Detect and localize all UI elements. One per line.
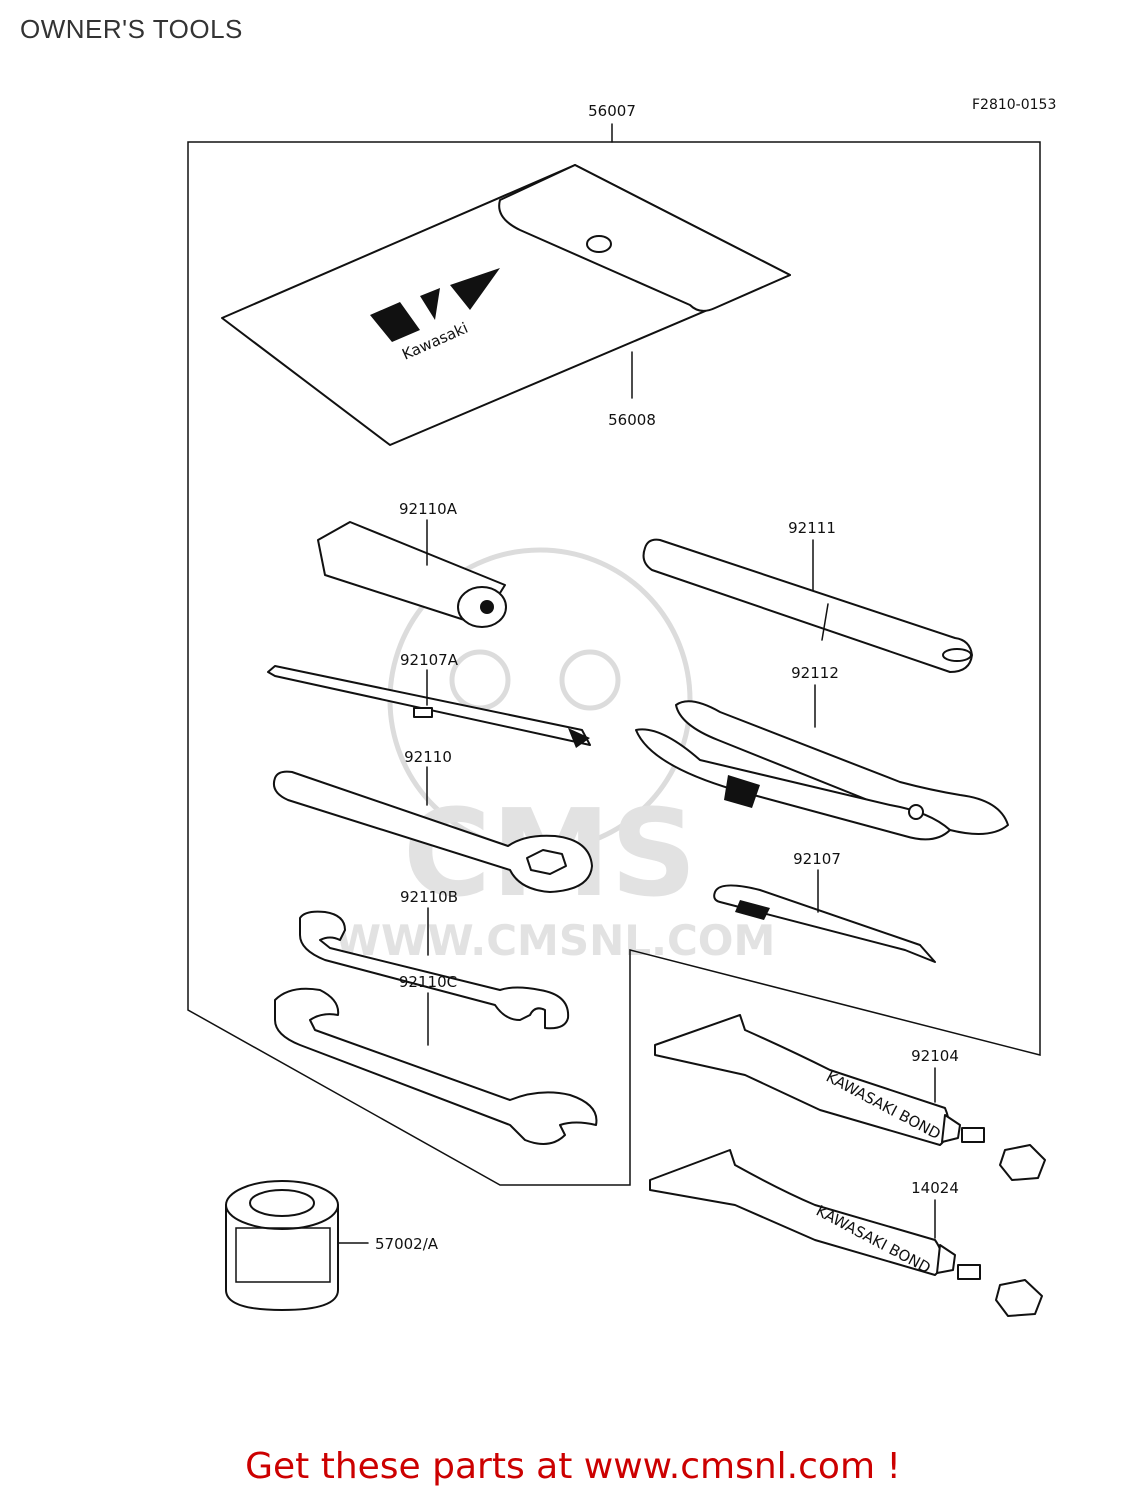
hex-socket-icon — [526, 849, 567, 875]
grease-can — [225, 1180, 369, 1311]
tool-pouch: Kawasaki — [221, 164, 791, 446]
part-label-57002A[interactable]: 57002/A — [375, 1235, 439, 1253]
nozzle-cap-icon — [999, 1144, 1046, 1181]
tool-handle — [642, 538, 973, 673]
kawasaki-logo-icon — [370, 268, 500, 342]
part-label-92110[interactable]: 92110 — [404, 748, 452, 766]
part-label-56007[interactable]: 56007 — [588, 102, 636, 120]
watermark-mascot-eye-icon — [559, 649, 621, 711]
watermark-url: WWW.CMSNL.COM — [335, 916, 776, 965]
page-title: OWNER'S TOOLS — [20, 14, 243, 44]
tube-cap-icon — [957, 1264, 981, 1280]
nozzle-cap-icon — [995, 1279, 1043, 1317]
watermark-mascot-eye-icon — [449, 649, 511, 711]
part-label-92110B[interactable]: 92110B — [400, 888, 458, 906]
kit-outline — [187, 123, 1041, 1186]
screwdriver — [713, 869, 936, 963]
figure-code: F2810-0153 — [972, 97, 1057, 113]
part-labels: 56007 56008 92110A 92111 92107A 92112 92… — [375, 102, 959, 1253]
pliers — [635, 684, 1009, 841]
part-label-92107A[interactable]: 92107A — [400, 651, 459, 669]
open-wrench-c — [274, 987, 598, 1145]
spark-plug-socket — [317, 519, 507, 628]
part-label-92104[interactable]: 92104 — [911, 1047, 959, 1065]
open-wrench-b — [299, 907, 570, 1030]
part-label-92110C[interactable]: 92110C — [399, 973, 457, 991]
part-label-56008[interactable]: 56008 — [608, 411, 656, 429]
part-label-92107[interactable]: 92107 — [793, 850, 841, 868]
screwdriver-bit-a — [267, 665, 591, 748]
part-label-92110A[interactable]: 92110A — [399, 500, 458, 518]
part-label-14024[interactable]: 14024 — [911, 1179, 959, 1197]
part-label-92111[interactable]: 92111 — [788, 519, 836, 537]
bond-tube-lower: KAWASAKI BOND — [649, 1149, 1043, 1317]
footer-link[interactable]: Get these parts at www.cmsnl.com ! — [245, 1446, 901, 1487]
snap-button-icon — [586, 235, 612, 253]
part-label-92112[interactable]: 92112 — [791, 664, 839, 682]
box-wrench — [272, 766, 593, 893]
tube-cap-icon — [961, 1127, 985, 1143]
